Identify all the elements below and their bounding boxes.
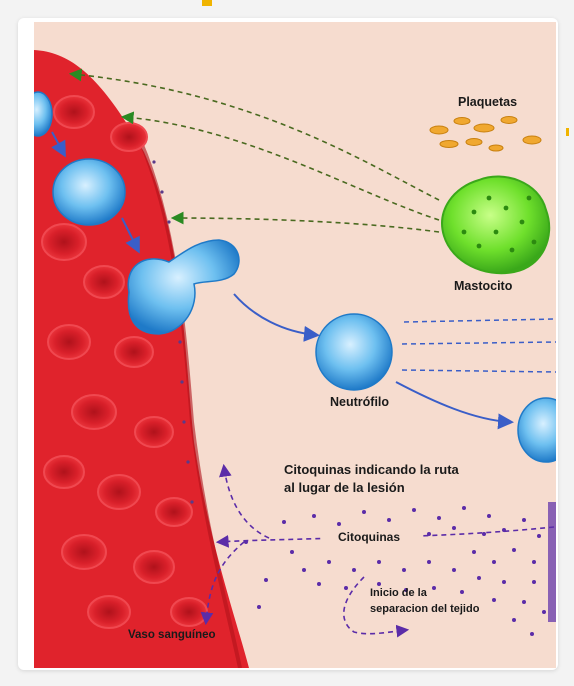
side-accent-marker: [566, 128, 569, 136]
top-accent-marker: [202, 0, 212, 6]
label-cytokines: Citoquinas: [338, 530, 400, 544]
label-blood-vessel: Vaso sanguíneo: [128, 629, 216, 641]
label-neutrophil: Neutrófilo: [330, 395, 389, 409]
mast-cell: [442, 177, 549, 274]
label-tissue-sep-1: Inicio de la: [370, 587, 428, 599]
tissue-injury-edge: [548, 502, 556, 622]
label-cytokines-route-1: Citoquinas indicando la ruta: [284, 462, 460, 477]
label-platelets: Plaquetas: [458, 95, 517, 109]
label-cytokines-route-2: al lugar de la lesión: [284, 480, 405, 495]
label-mast-cell: Mastocito: [454, 279, 513, 293]
inflammation-illustration: Plaquetas Mastocito Neutrófilo Citoquina…: [34, 22, 556, 668]
label-tissue-sep-2: separacion del tejido: [370, 603, 480, 615]
